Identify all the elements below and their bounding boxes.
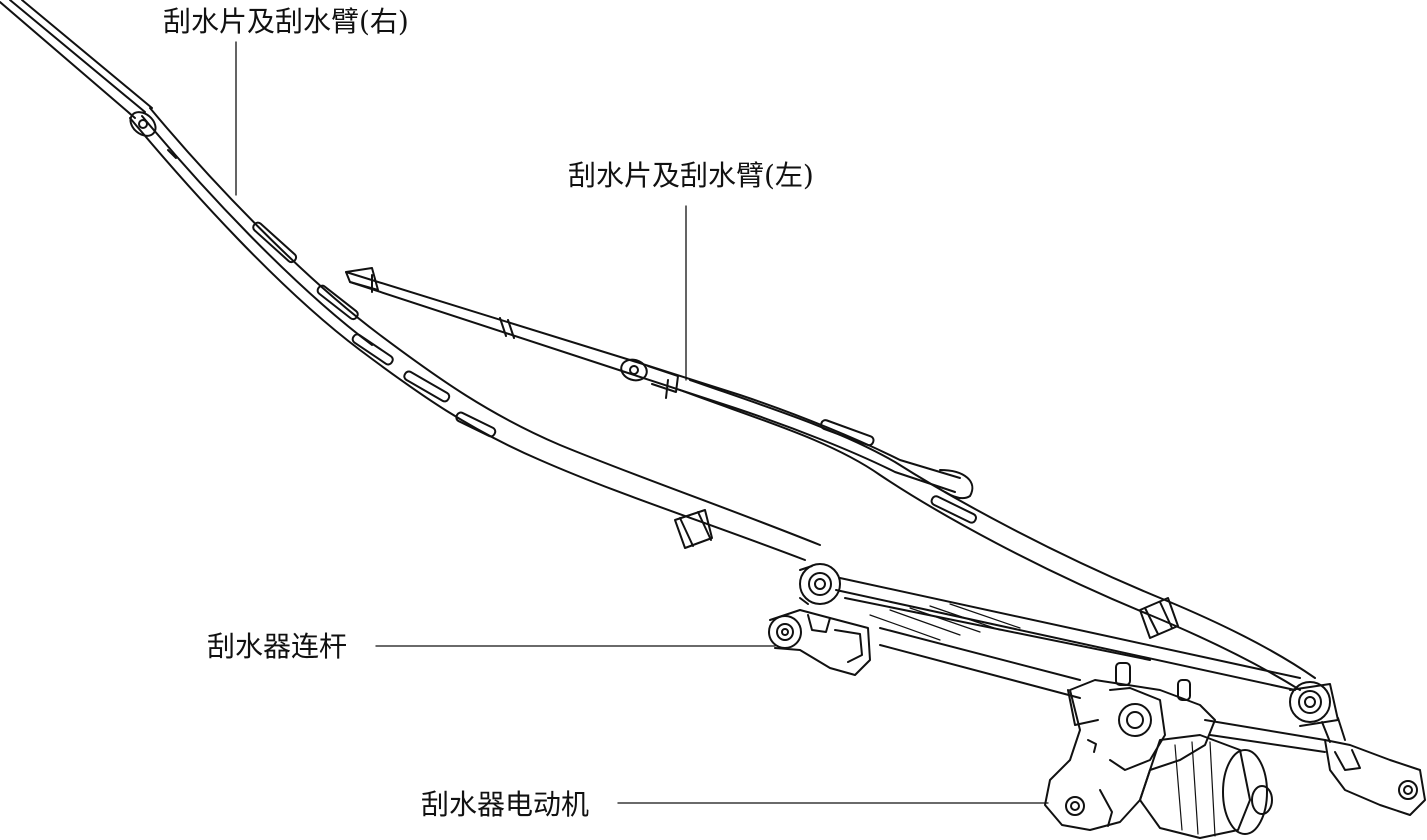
wiper-arm-right xyxy=(0,0,821,561)
label-wiper-right: 刮水片及刮水臂(右) xyxy=(163,5,409,38)
label-wiper-motor: 刮水器电动机 xyxy=(421,788,590,821)
wiper-arm-left xyxy=(345,267,1316,691)
wiper-linkage xyxy=(768,563,1426,816)
wiper-motor xyxy=(1044,662,1326,839)
label-wiper-linkage: 刮水器连杆 xyxy=(207,630,348,663)
label-wiper-left: 刮水片及刮水臂(左) xyxy=(568,159,814,192)
leader-lines xyxy=(235,41,1049,804)
